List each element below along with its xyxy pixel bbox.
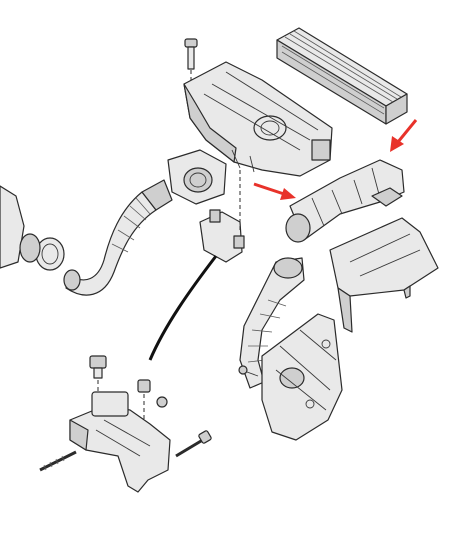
detail-bracket-assembly [39,355,212,493]
duct-screw [238,365,259,377]
hose-clamp [35,237,65,271]
small-nut [156,396,168,408]
air-filter-element [276,27,408,125]
heat-shield [329,217,439,333]
arrow-to-outlet-duct [390,119,418,152]
air-filter-housing [183,61,333,177]
sensor-bracket [199,170,245,263]
detail-leader-line [148,255,218,361]
lower-duct [239,257,305,389]
throttle-connector [167,149,227,205]
intake-hose [63,179,173,296]
clip-right [137,379,151,393]
engine-inlet-stub [0,185,41,269]
outlet-duct [285,159,405,243]
clip-left [89,355,107,369]
arrow-to-intake-duct [253,182,296,200]
resonator-plate [261,313,343,441]
